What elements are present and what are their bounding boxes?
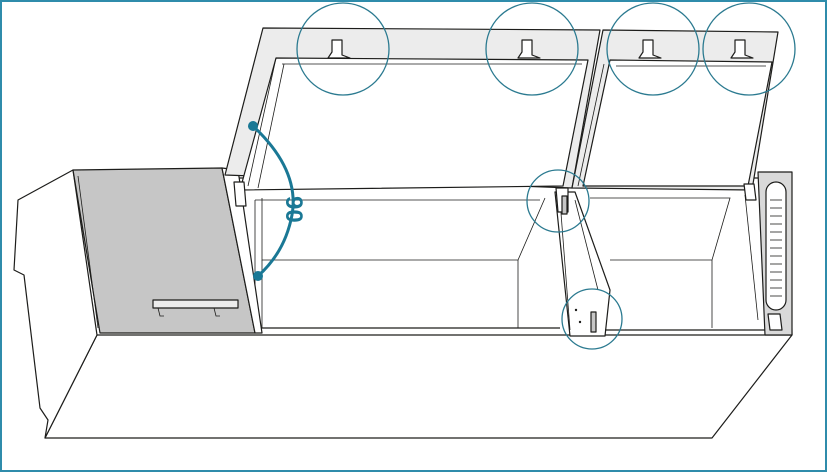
- callout-circle-lid-hinge-3: [606, 2, 700, 96]
- small-lid: [571, 29, 779, 201]
- front-face: [44, 334, 793, 439]
- vent-grille: [765, 181, 787, 311]
- angle-arc-end-dot: [253, 271, 263, 281]
- angle-arc: [251, 124, 295, 278]
- pins: [561, 195, 597, 333]
- lid-hinge-4: [730, 39, 754, 59]
- divider-pin: [590, 311, 597, 333]
- chest-body: [13, 169, 793, 439]
- lid-hinge-2: [517, 39, 541, 59]
- angle-label: 90: [280, 196, 307, 223]
- lid-hinge-3: [638, 39, 662, 59]
- left-end-face: [13, 169, 98, 439]
- callout-circle-lid-hinge-2: [485, 2, 579, 96]
- angle-arc-start-dot: [248, 121, 258, 131]
- callout-circle-divider-hinge: [526, 169, 590, 233]
- opening-angle-indicator: 90: [248, 121, 307, 281]
- side-panel: [72, 167, 263, 334]
- side-panel-handle: [152, 299, 239, 309]
- lid-hinge-1: [327, 39, 351, 59]
- big-lid: [224, 27, 601, 213]
- small-compartment: [590, 194, 770, 331]
- vent-panel: [757, 171, 793, 336]
- callout-circle-lid-hinge-4: [702, 2, 796, 96]
- callout-circle-lid-hinge-1: [296, 2, 390, 96]
- callout-circle-divider-pin: [561, 288, 623, 350]
- divider-hinge: [561, 195, 568, 215]
- callout-circles: [296, 2, 796, 350]
